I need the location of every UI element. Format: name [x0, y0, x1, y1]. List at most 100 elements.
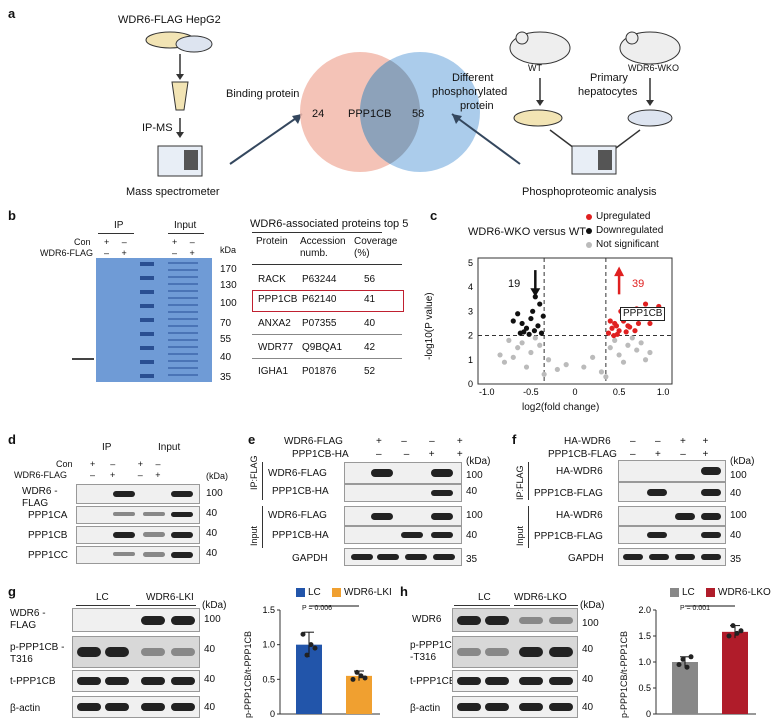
th-protein: Protein [256, 236, 288, 247]
point-ns [625, 342, 631, 348]
d-wdr6flag-label: WDR6-FLAG [14, 470, 68, 480]
venn-center-label: PPP1CB [348, 108, 392, 120]
data-point [676, 662, 682, 668]
x-tick-label: 1.0 [657, 387, 670, 397]
blot-e-3 [344, 506, 462, 526]
point-up [605, 330, 612, 336]
venn-diagram [229, 52, 521, 172]
blot-h-1 [452, 608, 578, 632]
data-point [354, 669, 360, 675]
g-legend-lki: WDR6-LKI [344, 587, 392, 598]
panel-letter-c: c [430, 208, 438, 223]
y-tick-label: 1.0 [262, 640, 275, 650]
point-down [519, 320, 525, 327]
point-down [530, 308, 536, 314]
g-pval: P = 0.006 [302, 605, 333, 612]
bar [672, 662, 698, 714]
point-ns [510, 354, 516, 360]
point-ns [581, 364, 587, 370]
up-count: 39 [632, 278, 645, 290]
phospho-analysis-label: Phosphoproteomic analysis [522, 186, 657, 198]
different-label: Different [452, 72, 494, 84]
x-tick-label: 0 [572, 387, 577, 397]
point-down [526, 331, 532, 337]
b-ip-label: IP [114, 220, 124, 231]
h-pval: P = 0.001 [680, 605, 711, 612]
h-ylabel: p-PPP1CB/t-PPP1CB [619, 630, 629, 718]
data-point [726, 633, 732, 639]
bar [346, 675, 372, 714]
y-tick-label: 0.5 [262, 674, 275, 684]
blot-d-2 [76, 506, 200, 524]
point-down [517, 330, 523, 336]
data-point [350, 676, 356, 682]
point-ns [519, 340, 525, 346]
point-up [632, 328, 638, 334]
blot-f-5 [618, 548, 726, 566]
binding-label: Binding protein [226, 88, 300, 100]
blot-h-2 [452, 636, 578, 668]
point-ns [598, 369, 605, 375]
bar-chart-g: 00.51.01.5 [262, 605, 380, 719]
point-ns [501, 359, 508, 365]
blot-h-3 [452, 670, 578, 692]
dish-lid-icon [175, 35, 213, 53]
blot-g-4 [72, 696, 200, 718]
point-up [647, 320, 653, 327]
data-point [312, 645, 318, 651]
legend-up: Upregulated [596, 211, 651, 222]
point-ns [590, 354, 596, 360]
d-con-label: Con [56, 459, 73, 469]
b-con-label: Con [74, 237, 91, 247]
d-kda-label: (kDa) [206, 471, 228, 481]
point-ns [638, 340, 644, 346]
f-ipflag-label: IP:FLAG [515, 465, 525, 500]
blot-e-1 [344, 462, 462, 484]
blot-d-1 [76, 484, 200, 504]
data-point [308, 642, 314, 648]
f-kda-label: (kDa) [730, 456, 755, 467]
panel-letter-h: h [400, 584, 408, 599]
blot-g-2 [72, 636, 200, 668]
hepg2-label: WDR6-FLAG HepG2 [118, 14, 221, 26]
g-legend-lc: LC [308, 587, 321, 598]
panel-letter-d: d [8, 432, 16, 447]
point-down [523, 325, 530, 331]
panel-letter-b: b [8, 208, 16, 223]
mass-spec-label: Mass spectrometer [126, 186, 220, 198]
y-tick-label: 1.0 [638, 657, 651, 667]
h-kda-label: (kDa) [580, 600, 605, 611]
point-ns [603, 374, 609, 380]
down-arrowhead-icon [530, 288, 541, 297]
e-ppp1cbha-label: PPP1CB-HA [292, 449, 349, 460]
bar [722, 631, 748, 714]
y-tick-label: 0.5 [638, 683, 651, 693]
point-ns [528, 349, 534, 356]
ipms-label: IP-MS [142, 122, 173, 134]
point-down [510, 318, 516, 324]
point-down [540, 313, 546, 319]
data-point [688, 654, 694, 660]
point-up [627, 324, 633, 330]
volcano-frame [477, 257, 673, 385]
g-kda-label: (kDa) [202, 600, 227, 611]
h-legend-lko: WDR6-LKO [718, 587, 771, 598]
data-point [300, 631, 306, 637]
point-ns [620, 359, 627, 365]
b-wdr6flag-label: WDR6-FLAG [40, 248, 94, 258]
ppp1cb-callout: PPP1CB [620, 307, 666, 321]
dish-wko-icon [627, 109, 673, 127]
d-input-label: Input [158, 442, 181, 453]
legend-down: Downregulated [596, 225, 664, 236]
point-ns [616, 352, 622, 358]
point-ns [647, 349, 653, 356]
point-up [611, 332, 617, 339]
h-legend-lc: LC [682, 587, 695, 598]
wt-label: WT [528, 63, 542, 73]
g-lc-label: LC [96, 592, 109, 603]
blot-e-4 [344, 526, 462, 544]
point-up [609, 325, 615, 331]
point-up [635, 320, 642, 327]
y-tick-label: 1.5 [262, 605, 275, 615]
blot-f-3 [618, 506, 726, 526]
